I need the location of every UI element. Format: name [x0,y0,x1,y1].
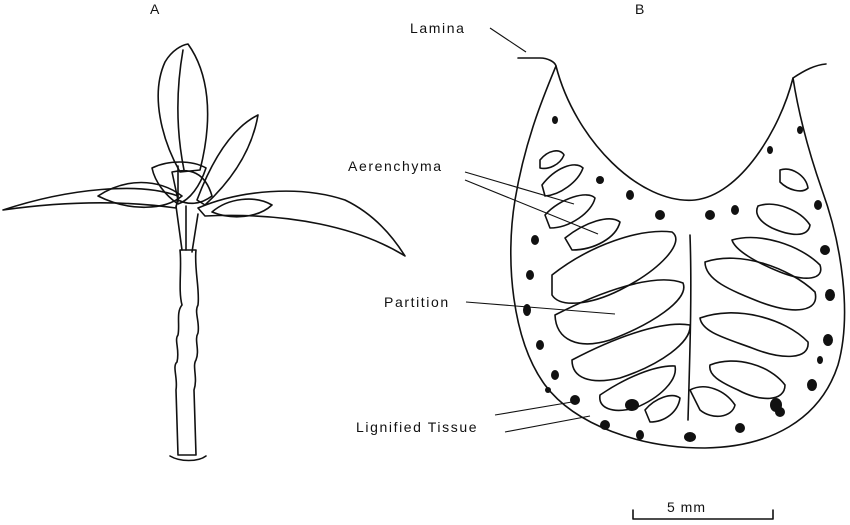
petiole-cross-section [509,57,846,449]
panel-b-letter: B [635,1,644,17]
center-sheath [171,169,213,205]
leader-lignified-2 [504,415,591,433]
left-spreading-leaf [2,187,179,211]
leader-aerenchyma-2 [464,179,599,235]
scale-bar [632,509,774,520]
leader-lignified-1 [494,401,573,416]
leader-lamina [489,27,527,53]
label-partition: Partition [384,294,450,310]
right-upper-leaf [196,114,259,206]
terminal-bud [151,161,207,205]
central-leaf [157,43,209,173]
lignified-strands [523,116,835,442]
right-spreading-leaf [197,190,406,257]
stem [174,249,200,456]
label-aerenchyma: Aerenchyma [348,158,443,174]
right-leaf-sheath [211,198,273,218]
section-outline [509,65,846,449]
left-leaf-sheath [97,181,183,209]
panel-a-letter: A [150,1,160,17]
scale-bar-label: 5 mm [667,499,706,515]
label-lignified-tissue: Lignified Tissue [356,419,478,435]
plant-drawing [2,43,406,462]
label-lamina: Lamina [410,20,466,36]
leader-partition [465,301,616,315]
leader-aerenchyma-1 [464,171,575,205]
